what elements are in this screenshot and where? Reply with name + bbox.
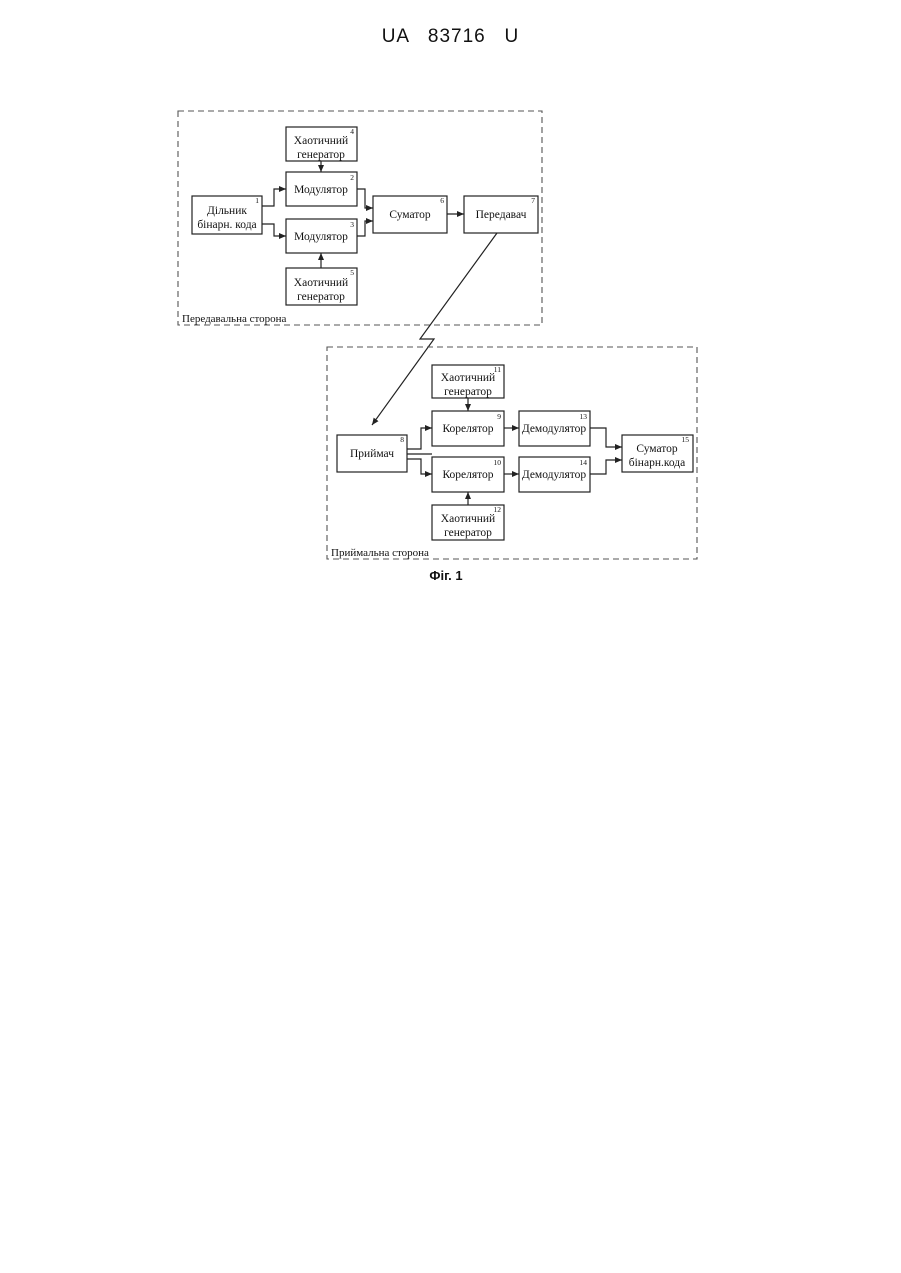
block-label: генератор [444, 386, 492, 398]
block-label: Модулятор [294, 231, 348, 243]
chaotic-generator-4: Хаотичний генератор 4 [286, 127, 357, 161]
block-label: Демодулятор [522, 423, 587, 435]
block-number: 8 [400, 435, 404, 444]
block-label: Корелятор [442, 423, 493, 435]
block-label: Суматор [636, 443, 678, 455]
block-label: Передавач [476, 209, 527, 221]
block-number: 14 [580, 458, 588, 467]
block-number: 15 [682, 435, 690, 444]
block-label: Суматор [389, 209, 431, 221]
adder-6: Суматор 6 [373, 196, 447, 233]
block-label: Хаотичний [294, 277, 348, 289]
block-label: бінарн.кода [629, 457, 685, 469]
block-label: Дільник [207, 205, 247, 217]
block-label: генератор [444, 527, 492, 539]
modulator-2: Модулятор 2 [286, 172, 357, 206]
correlator-10: Корелятор 10 [432, 457, 504, 492]
chaotic-generator-12: Хаотичний генератор 12 [432, 505, 504, 540]
block-number: 3 [350, 220, 354, 229]
block-number: 1 [255, 196, 259, 205]
receive-zone-label: Приймальна сторона [331, 547, 429, 559]
block-label: генератор [297, 291, 345, 303]
block-number: 7 [531, 196, 535, 205]
block-label: бінарн. кода [197, 219, 256, 231]
figure-caption: Фіг. 1 [429, 568, 462, 583]
transmitter-7: Передавач 7 [464, 196, 538, 233]
block-number: 13 [580, 412, 588, 421]
block-number: 6 [440, 196, 444, 205]
block-number: 4 [350, 127, 354, 136]
chaotic-generator-5: Хаотичний генератор 5 [286, 268, 357, 305]
block-label: Хаотичний [441, 372, 495, 384]
block-label: Приймач [350, 448, 394, 460]
transmit-zone-label: Передавальна сторона [182, 313, 287, 325]
modulator-3: Модулятор 3 [286, 219, 357, 253]
block-number: 5 [350, 268, 354, 277]
receiver-8: Приймач 8 [337, 435, 407, 472]
demodulator-14: Демодулятор 14 [519, 457, 590, 492]
block-number: 11 [494, 365, 501, 374]
binary-code-divider-1: Дільник бінарн. кода 1 [192, 196, 262, 234]
block-number: 12 [494, 505, 502, 514]
block-label: Модулятор [294, 184, 348, 196]
correlator-9: Корелятор 9 [432, 411, 504, 446]
binary-code-adder-15: Суматор бінарн.кода 15 [622, 435, 693, 472]
demodulator-13: Демодулятор 13 [519, 411, 590, 446]
block-number: 9 [497, 412, 501, 421]
block-label: Демодулятор [522, 469, 587, 481]
block-label: Хаотичний [294, 135, 348, 147]
block-label: Корелятор [442, 469, 493, 481]
block-number: 10 [494, 458, 502, 467]
block-label: Хаотичний [441, 513, 495, 525]
block-number: 2 [350, 173, 354, 182]
block-label: генератор [297, 149, 345, 161]
chaotic-generator-11: Хаотичний генератор 11 [432, 365, 504, 398]
